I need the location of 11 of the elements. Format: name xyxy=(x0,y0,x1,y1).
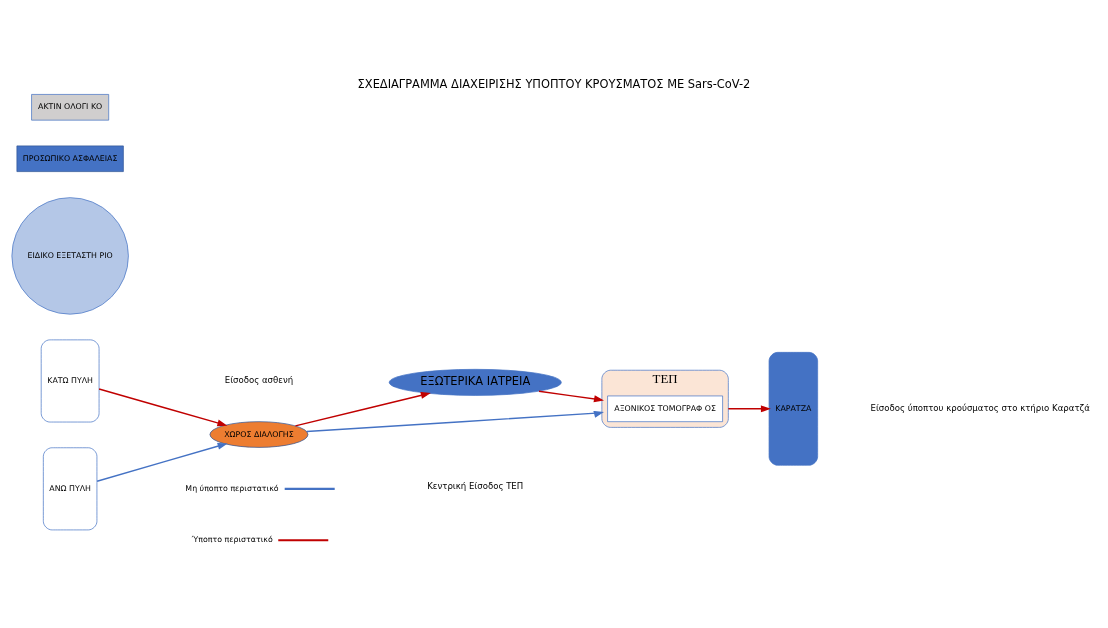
label: Είσοδος ύποπτου κρούσματος στο κτήριο Καρατζά xyxy=(870,402,1090,413)
diagram-title: ΣΧΕΔΙΑΓΡΑΜΜΑ ΔΙΑΧΕΙΡΙΣΗΣ ΥΠΟΠΤΟΥ ΚΡΟΥΣΜΑΤΟΣ ΜΕ Sars-CoV-2 xyxy=(357,76,751,91)
arrow xyxy=(98,387,228,426)
label: Κεντρική Είσοδος ΤΕΠ xyxy=(427,480,524,491)
arrow xyxy=(727,404,771,412)
arrow xyxy=(538,390,604,402)
arrow xyxy=(294,391,431,427)
label: Είσοδος ασθενή xyxy=(224,374,294,385)
arrow xyxy=(96,442,228,482)
arrow xyxy=(306,410,604,432)
node-ellipse: ΕΞΩΤΕΡΙΚΑ ΙΑΤΡΕΙΑ xyxy=(388,368,562,396)
